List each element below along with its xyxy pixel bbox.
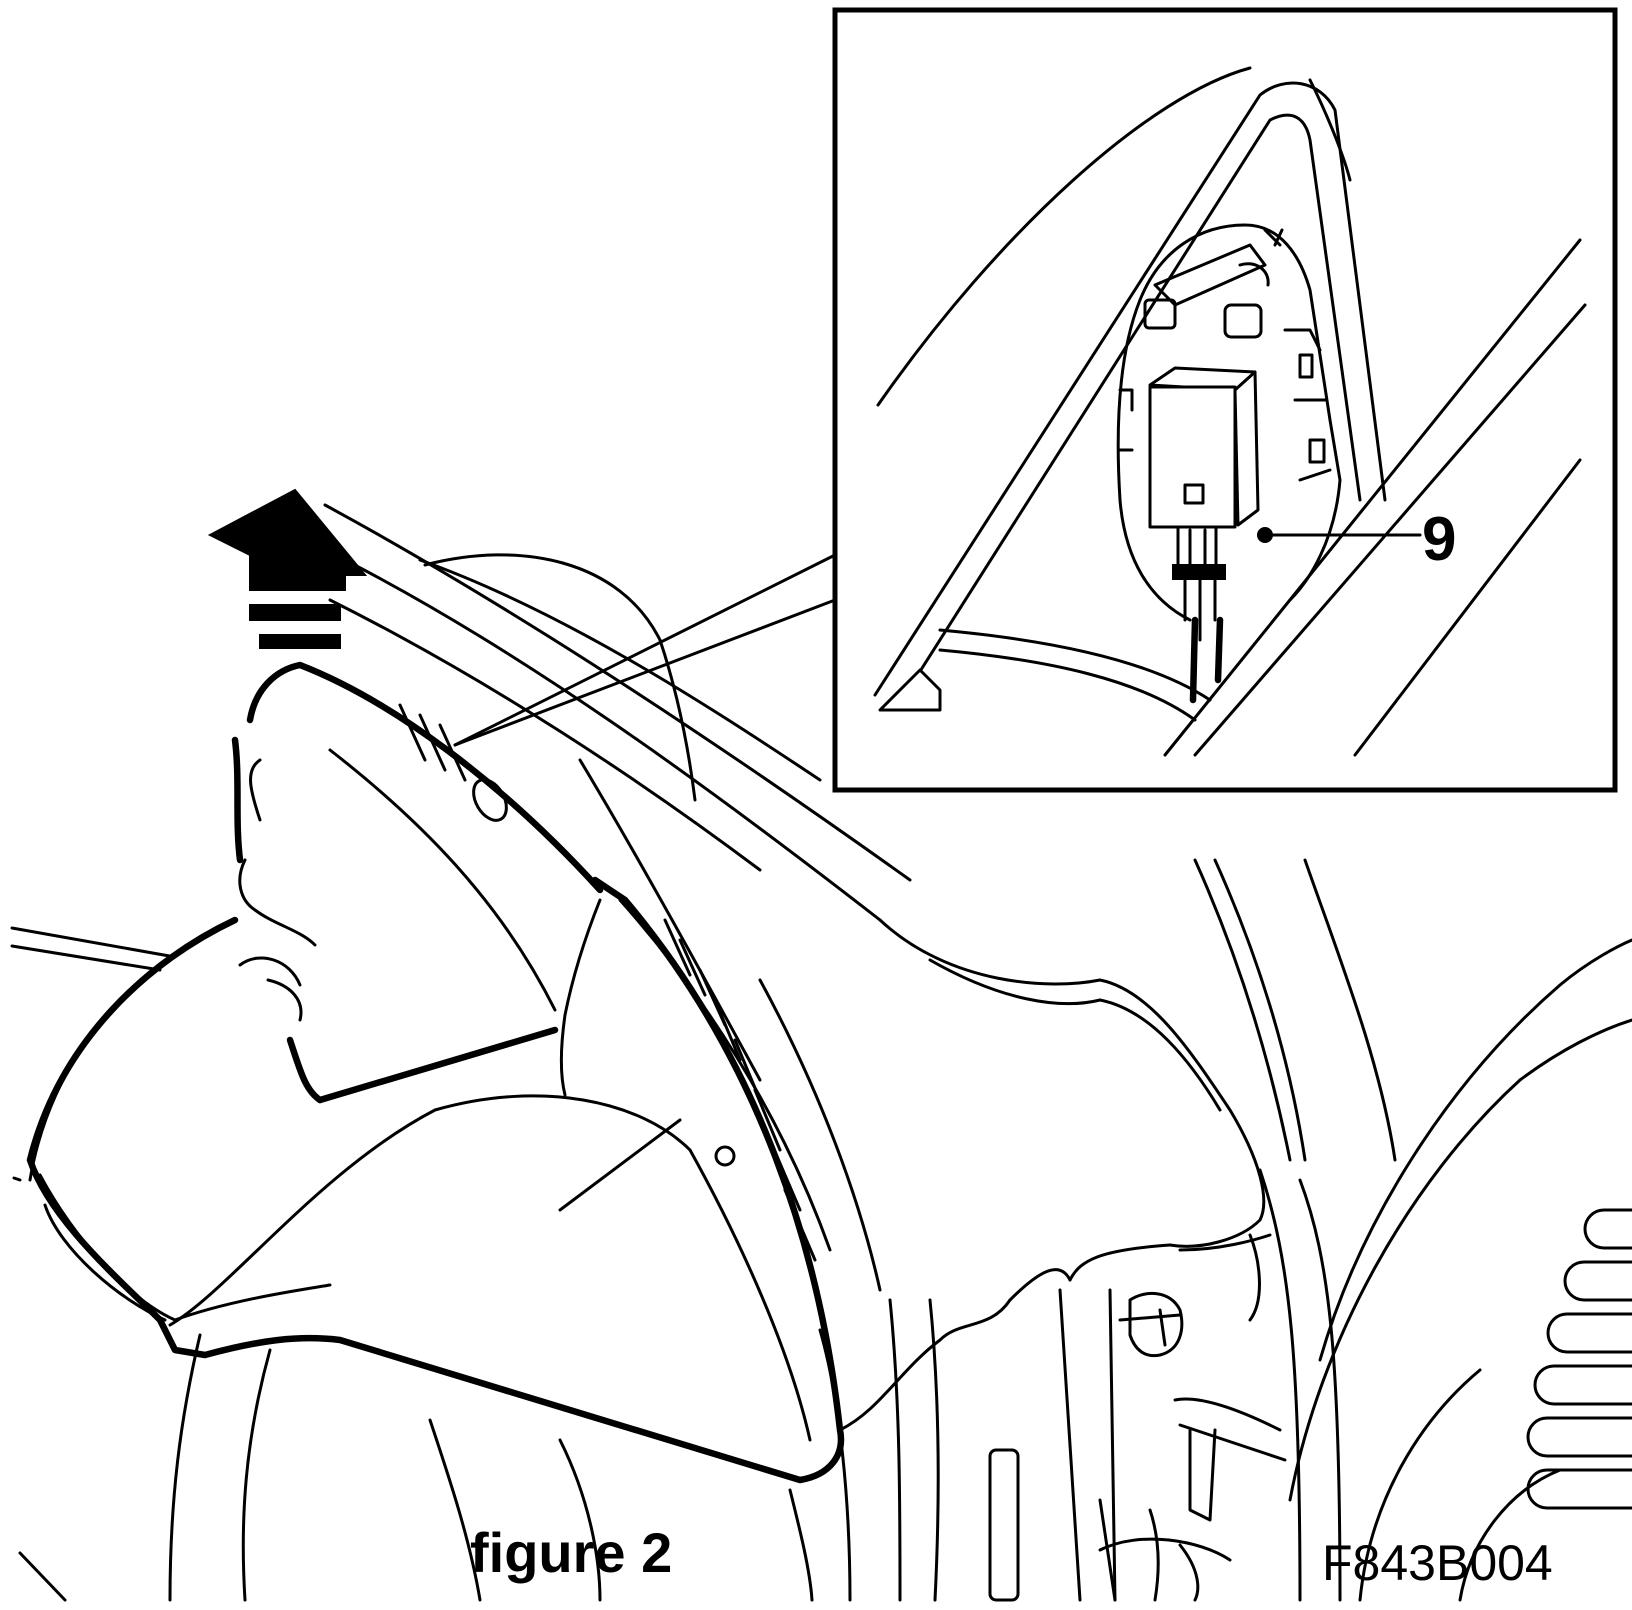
dashboard-corner bbox=[838, 918, 1272, 1602]
detail-inset: 9 bbox=[832, 7, 1618, 793]
main-scene bbox=[10, 488, 1632, 1602]
callout-9: 9 bbox=[1257, 505, 1456, 574]
left-rails bbox=[10, 926, 177, 1602]
callout-9-label: 9 bbox=[1422, 505, 1456, 574]
connector-plug bbox=[1148, 366, 1260, 704]
figure-code: F843B004 bbox=[1322, 1535, 1553, 1591]
trim-panel bbox=[26, 876, 845, 1484]
rear-cover bbox=[28, 918, 682, 1602]
inset-leader-lines bbox=[453, 553, 837, 747]
door-striker bbox=[1098, 1291, 1287, 1602]
b-pillar-rails bbox=[1193, 858, 1397, 1602]
pillar-trim bbox=[231, 661, 604, 1104]
removal-arrow-icon bbox=[207, 488, 368, 649]
sensor-bracket bbox=[1116, 223, 1342, 622]
door-panel bbox=[1288, 938, 1632, 1602]
figure-caption: figure 2 bbox=[470, 1521, 672, 1584]
speaker-grille bbox=[1526, 1208, 1632, 1510]
vent-slot bbox=[988, 1448, 1020, 1602]
